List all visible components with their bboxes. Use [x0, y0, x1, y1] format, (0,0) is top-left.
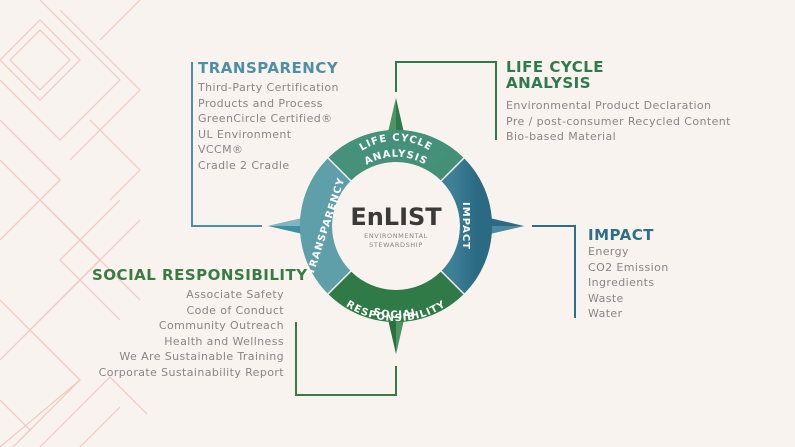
- life-cycle-heading: LIFE CYCLE ANALYSIS: [506, 59, 604, 91]
- list-item: Environmental Product Declaration: [506, 99, 712, 112]
- list-item: Associate Safety: [186, 288, 284, 301]
- social-connector: [295, 322, 397, 396]
- social-responsibility-heading: SOCIAL RESPONSIBILITY: [92, 266, 308, 284]
- ring-segment-transparency: [300, 158, 352, 294]
- list-item: CO2 Emission: [588, 260, 669, 274]
- list-item: Ingredients: [588, 276, 655, 289]
- list-item: Corporate Sustainability Report: [98, 365, 284, 379]
- life-cycle-heading-line1: LIFE CYCLE: [506, 58, 605, 76]
- transparency-heading: TRANSPARENCY: [198, 59, 339, 77]
- list-item: Energy: [588, 245, 629, 258]
- list-item: Cradle 2 Cradle: [198, 158, 290, 172]
- ring-dividers: [327, 157, 465, 295]
- life-cycle-list: Environmental Product Declaration Pre / …: [506, 98, 731, 145]
- list-item: We Are Sustainable Training: [119, 350, 284, 363]
- list-item: Water: [588, 307, 623, 320]
- transparency-connector: [191, 62, 262, 227]
- list-item: VCCM®: [198, 143, 244, 156]
- ring-segment-life-cycle: [328, 130, 464, 182]
- list-item: Community Outreach: [158, 319, 284, 332]
- list-item: Products and Process: [198, 96, 323, 110]
- svg-text:SOCIAL: SOCIAL: [372, 307, 420, 321]
- impact-list: Energy CO2 Emission Ingredients Waste Wa…: [588, 244, 669, 322]
- center-subtitle-2: STEWARDSHIP: [369, 241, 423, 249]
- social-responsibility-list: Associate Safety Code of Conduct Communi…: [99, 287, 284, 380]
- transparency-list: Third-Party Certification Products and P…: [198, 80, 339, 173]
- life-cycle-heading-line2: ANALYSIS: [506, 74, 592, 92]
- ring-label-impact: IMPACT: [460, 202, 471, 250]
- list-item: Code of Conduct: [186, 303, 284, 317]
- ring-segment-social: [328, 270, 464, 322]
- list-item: UL Environment: [198, 127, 292, 141]
- ring-label-social-1: SOCIAL: [372, 307, 419, 321]
- impact-heading: IMPACT: [588, 226, 654, 244]
- center-title: EnLIST: [350, 203, 442, 231]
- list-item: Health and Wellness: [164, 334, 284, 348]
- decorative-maze-pattern: [0, 0, 148, 447]
- list-item: Pre / post-consumer Recycled Content: [506, 114, 731, 128]
- compass-ring: [300, 130, 492, 322]
- list-item: GreenCircle Certified®: [198, 112, 333, 125]
- ring-segment-impact: [440, 158, 492, 294]
- center-disc: [333, 163, 459, 289]
- center-subtitle-1: ENVIRONMENTAL: [364, 232, 428, 240]
- list-item: Waste: [588, 291, 624, 305]
- connector-lines: [191, 61, 576, 396]
- list-item: Bio-based Material: [506, 130, 617, 143]
- impact-connector: [532, 225, 576, 318]
- list-item: Third-Party Certification: [198, 81, 339, 94]
- life-cycle-connector: [395, 61, 497, 140]
